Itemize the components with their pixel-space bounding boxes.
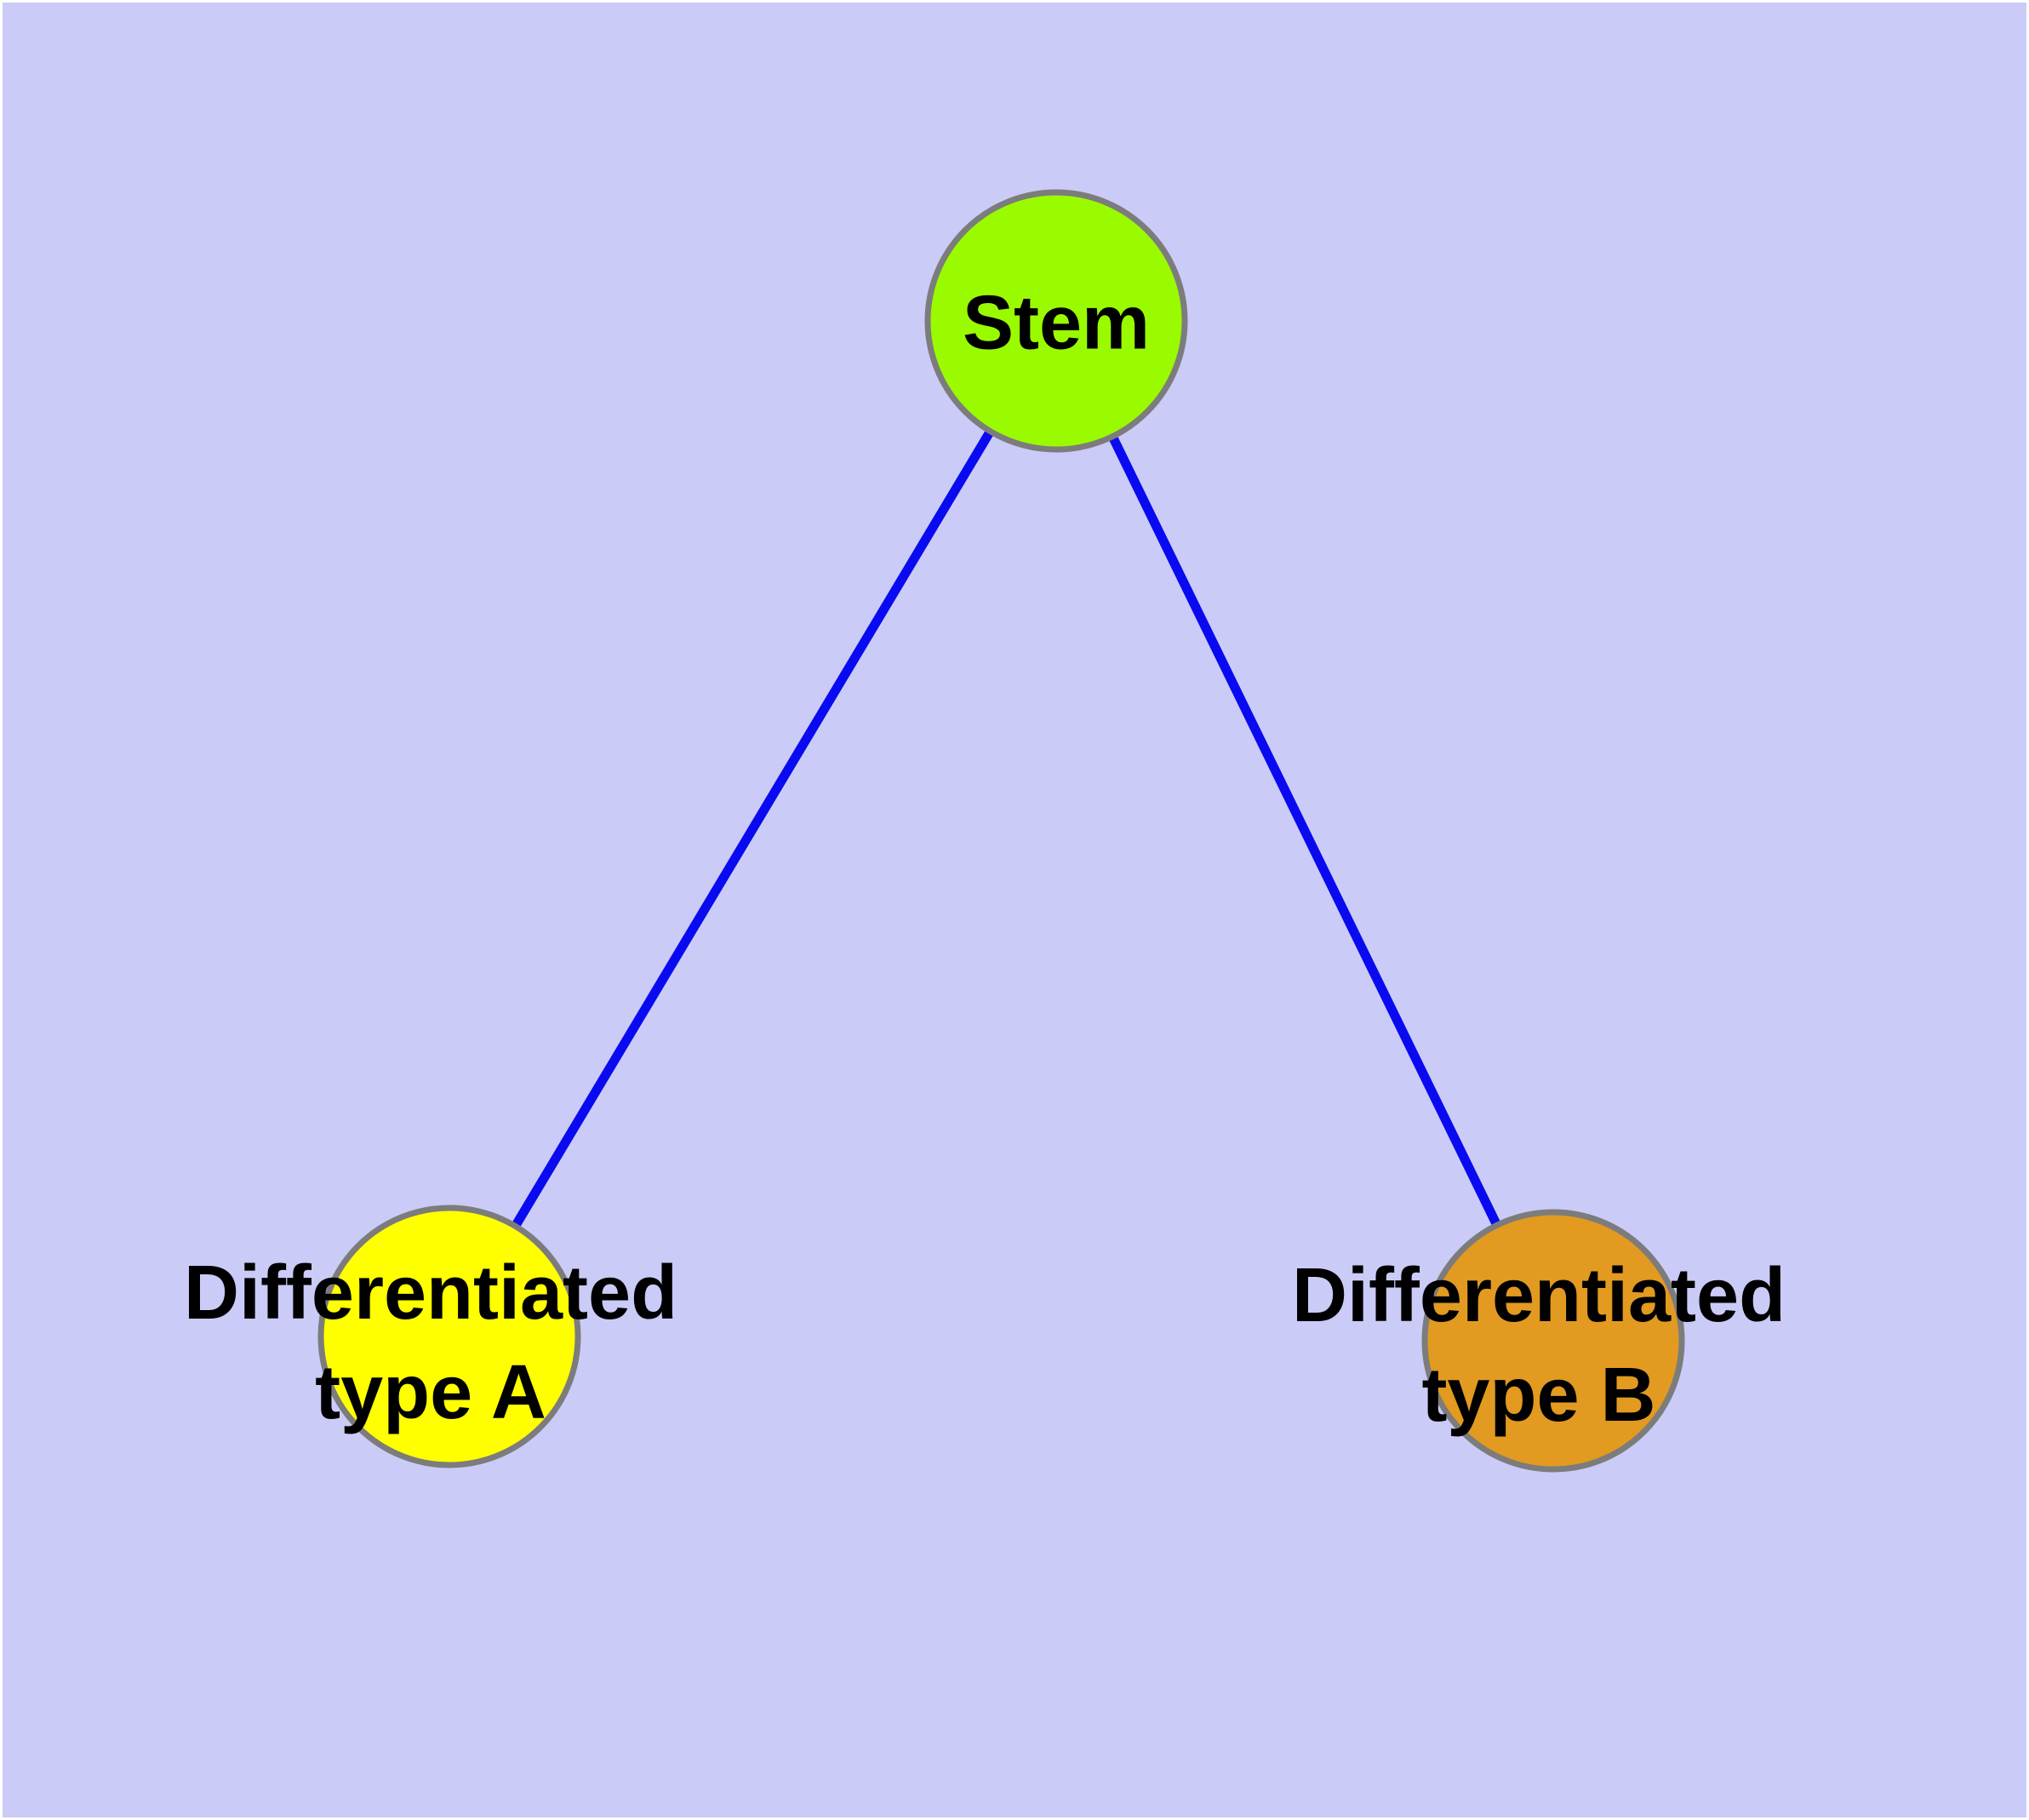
graph-svg [317,189,1685,1473]
node-circle-differentiated-type-b [1421,1209,1685,1473]
edge-stem-to-differentiated-type-b [1052,318,1557,1343]
node-circle-stem [924,189,1188,453]
node-circle-differentiated-type-a [317,1205,581,1468]
edge-stem-to-differentiated-type-a [445,318,1060,1339]
